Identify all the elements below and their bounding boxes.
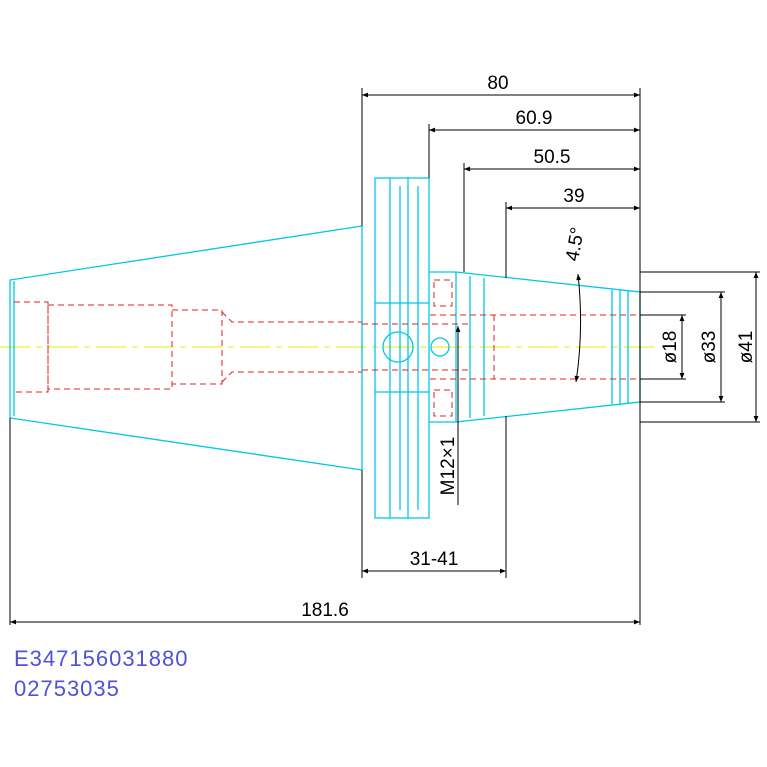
dim-range: 31-41	[410, 549, 459, 570]
dim-thread: M12×1	[438, 437, 459, 496]
dim-dia-18: ø18	[660, 331, 681, 364]
part-code-2: 02753035	[14, 676, 120, 701]
dim-overall: 181.6	[301, 600, 349, 621]
hidden-bore-lines	[14, 279, 640, 417]
dim-39: 39	[563, 186, 584, 207]
dim-angle: 4.5°	[562, 226, 589, 263]
part-code-1: E347156031880	[14, 646, 189, 671]
dim-60-9: 60.9	[516, 108, 553, 129]
holder-outline	[9, 177, 641, 519]
dim-dia-33: ø33	[699, 331, 720, 364]
dimension-lines	[9, 88, 760, 625]
dim-50-5: 50.5	[534, 147, 571, 168]
dim-dia-41: ø41	[736, 331, 757, 364]
dim-80: 80	[487, 73, 508, 94]
